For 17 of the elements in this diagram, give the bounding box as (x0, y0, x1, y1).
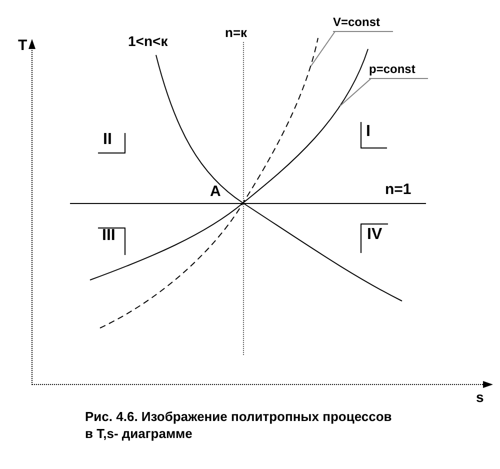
isobar-curve (90, 48, 368, 280)
leader-line (310, 31, 336, 66)
leader-line (340, 78, 372, 106)
region-label: I (366, 124, 370, 140)
curve-label: n=1 (385, 182, 412, 197)
axis-label: s (476, 390, 484, 404)
isochore-curve (100, 38, 318, 328)
curve-label: V=const (333, 16, 393, 32)
curve-label: 1<n<к (128, 34, 168, 48)
region-label: II (103, 132, 112, 148)
curve-label: n=к (225, 26, 248, 39)
curve-label: p=const (369, 63, 428, 79)
figure-caption: Рис. 4.6. Изображение политропных процессов в T,s- диаграмме (85, 408, 393, 442)
region-label: IV (367, 227, 382, 243)
axis-label: T (18, 38, 28, 53)
region-label: III (102, 228, 116, 244)
point-label: A (210, 184, 221, 199)
